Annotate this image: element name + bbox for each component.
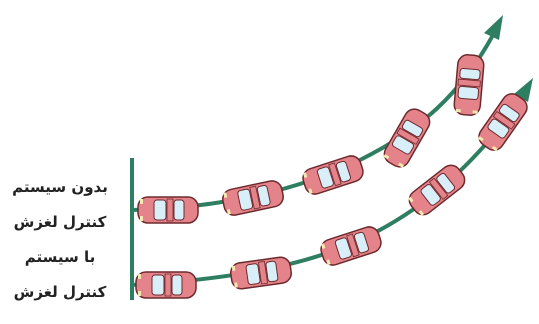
car-icon: [381, 106, 434, 171]
car-icon: [318, 224, 383, 267]
car-icon: [475, 90, 531, 154]
car-icon: [136, 272, 196, 298]
label-without-control-line2: کنترل لغزش: [0, 213, 120, 231]
car-icon: [405, 161, 468, 218]
car-icon: [453, 54, 484, 116]
arrow-head-icon: [484, 15, 503, 40]
label-with-control-line2: کنترل لغزش: [0, 283, 120, 301]
label-without-control-line1: بدون سیستم: [0, 178, 120, 196]
car-icon: [229, 256, 292, 290]
label-with-control-line1: با سیستم: [0, 248, 120, 266]
car-icon: [138, 197, 198, 223]
car-icon: [221, 179, 285, 217]
car-icon: [300, 153, 365, 196]
